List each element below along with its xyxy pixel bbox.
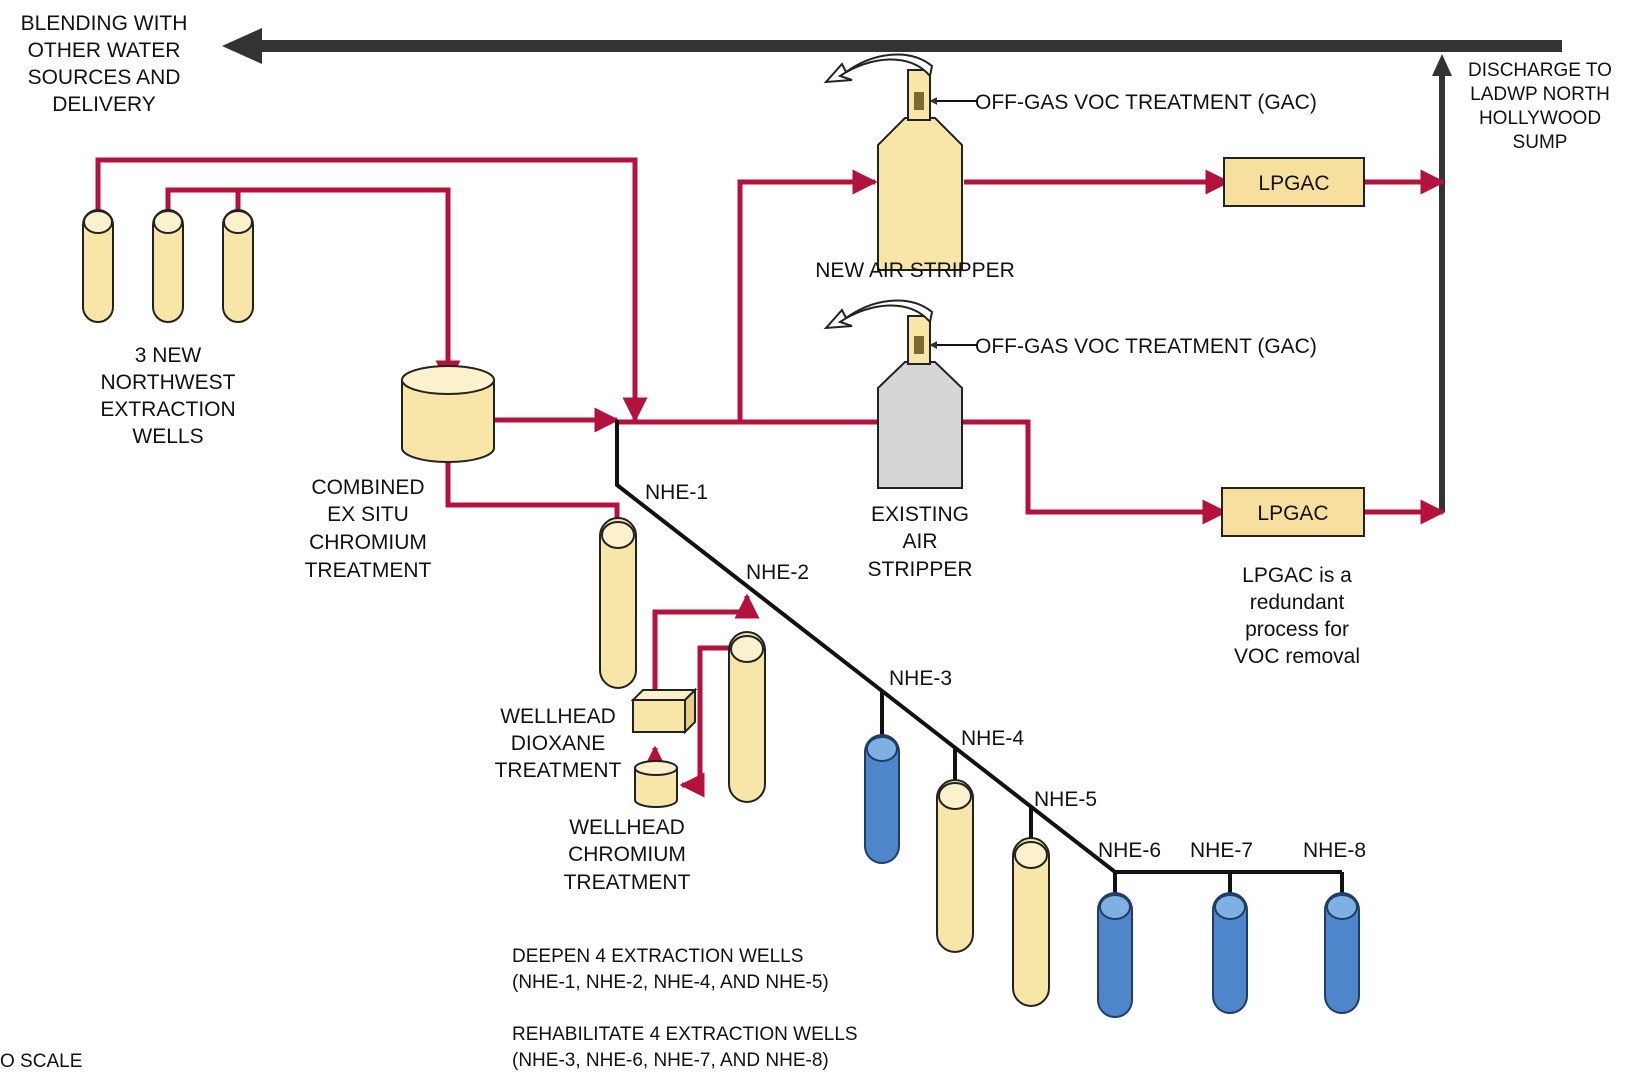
well-nhe-6: [1097, 892, 1133, 1018]
wellhead-chromium-label-line: TREATMENT: [564, 871, 691, 894]
wellhead-dioxane-label-line: WELLHEAD: [500, 705, 616, 728]
new-wells-label-line: WELLS: [132, 425, 203, 448]
lpgac-note-line: LPGAC is a: [1242, 564, 1352, 587]
well-label-nhe-2: NHE-2: [746, 561, 809, 584]
wellhead-dioxane-label-line: TREATMENT: [495, 759, 622, 782]
offgas-label-bottom: OFF-GAS VOC TREATMENT (GAC): [975, 335, 1317, 358]
well-nhe-2: [728, 631, 766, 803]
well-label-nhe-6: NHE-6: [1098, 839, 1161, 862]
rehab-note-line: REHABILITATE 4 EXTRACTION WELLS: [512, 1024, 858, 1045]
discharge-riser-arrow: [1432, 54, 1452, 512]
blending-label-line: OTHER WATER: [28, 39, 181, 62]
well-nhe-1: [599, 517, 637, 689]
combined-treatment-label-line: COMBINED: [311, 476, 424, 499]
new-wells-label-line: NORTHWEST: [101, 371, 236, 394]
new-air-stripper: [823, 53, 978, 271]
lpgac-note: LPGAC is a redundant process for VOC rem…: [1234, 564, 1360, 668]
combined-treatment-label: COMBINED EX SITU CHROMIUM TREATMENT: [305, 476, 432, 582]
well-label-nhe-4: NHE-4: [961, 727, 1024, 750]
discharge-label-line: DISCHARGE TO: [1468, 60, 1612, 81]
northwest-well-1: [82, 209, 114, 323]
combined-treatment-label-line: TREATMENT: [305, 559, 432, 582]
lpgac-note-line: process for: [1245, 618, 1349, 641]
combined-treatment-label-line: CHROMIUM: [309, 531, 427, 554]
offgas-label-top: OFF-GAS VOC TREATMENT (GAC): [975, 91, 1317, 114]
well-nhe-8: [1324, 892, 1360, 1014]
well-label-nhe-1: NHE-1: [645, 481, 708, 504]
well-label-nhe-8: NHE-8: [1303, 839, 1366, 862]
northwest-well-3: [222, 209, 254, 323]
blending-label-line: DELIVERY: [52, 93, 156, 116]
existing-air-stripper: [823, 299, 978, 489]
lpgac-top-box: [1223, 157, 1365, 207]
blending-return-arrow: [222, 28, 1562, 64]
well-nhe-5: [1012, 837, 1050, 1007]
existing-stripper-label-line: STRIPPER: [867, 558, 972, 581]
new-wells-label: 3 NEW NORTHWEST EXTRACTION WELLS: [100, 344, 235, 448]
wellhead-dioxane-label-line: DIOXANE: [511, 732, 606, 755]
lpgac-note-line: VOC removal: [1234, 645, 1360, 668]
combined-treatment-label-line: EX SITU: [327, 503, 409, 526]
new-wells-label-line: EXTRACTION: [100, 398, 235, 421]
blending-label: BLENDING WITH OTHER WATER SOURCES AND DE…: [21, 12, 188, 116]
lpgac-bottom-box: [1221, 487, 1365, 537]
wellhead-chromium-label-line: CHROMIUM: [568, 843, 686, 866]
lpgac-bottom-label: LPGAC: [1257, 502, 1328, 525]
wellhead-chromium-label: WELLHEAD CHROMIUM TREATMENT: [564, 816, 691, 894]
well-nhe-3: [864, 734, 900, 864]
new-air-stripper-label: NEW AIR STRIPPER: [815, 259, 1015, 282]
vent-arrow-icon: [823, 299, 934, 330]
well-nhe-4: [936, 779, 974, 953]
stripper-feed-pipes: [617, 169, 1446, 525]
well-label-nhe-7: NHE-7: [1190, 839, 1253, 862]
existing-stripper-label-line: EXISTING: [871, 503, 969, 526]
combined-chromium-tank: [401, 365, 495, 463]
wellhead-dioxane-label: WELLHEAD DIOXANE TREATMENT: [495, 705, 622, 782]
rehab-note-line: (NHE-3, NHE-6, NHE-7, AND NHE-8): [512, 1050, 829, 1071]
lpgac-note-line: redundant: [1250, 591, 1345, 614]
deepen-note-line: (NHE-1, NHE-2, NHE-4, AND NHE-5): [512, 972, 829, 993]
discharge-label-line: LADWP NORTH: [1470, 84, 1610, 105]
existing-stripper-label-line: AIR: [902, 530, 937, 553]
deepen-note-line: DEEPEN 4 EXTRACTION WELLS: [512, 946, 803, 967]
wellhead-chromium-label-line: WELLHEAD: [569, 816, 685, 839]
well-label-nhe-5: NHE-5: [1034, 788, 1097, 811]
wellhead-chromium-tank: [634, 760, 678, 808]
scale-note: O SCALE: [0, 1051, 82, 1072]
deepen-note: DEEPEN 4 EXTRACTION WELLS (NHE-1, NHE-2,…: [512, 946, 829, 993]
existing-air-stripper-label: EXISTING AIR STRIPPER: [867, 503, 972, 581]
lpgac-top-label: LPGAC: [1258, 172, 1329, 195]
blending-label-line: SOURCES AND: [28, 66, 181, 89]
well-nhe-7: [1212, 892, 1248, 1014]
northwest-well-2: [152, 209, 184, 323]
new-wells-label-line: 3 NEW: [135, 344, 202, 367]
wellhead-dioxane-box: [630, 687, 698, 735]
vent-arrow-icon: [823, 53, 934, 84]
discharge-label-line: SUMP: [1513, 132, 1568, 153]
rehab-note: REHABILITATE 4 EXTRACTION WELLS (NHE-3, …: [512, 1024, 858, 1071]
well-label-nhe-3: NHE-3: [889, 667, 952, 690]
discharge-label: DISCHARGE TO LADWP NORTH HOLLYWOOD SUMP: [1468, 60, 1612, 153]
blending-label-line: BLENDING WITH: [21, 12, 188, 35]
discharge-label-line: HOLLYWOOD: [1479, 108, 1601, 129]
